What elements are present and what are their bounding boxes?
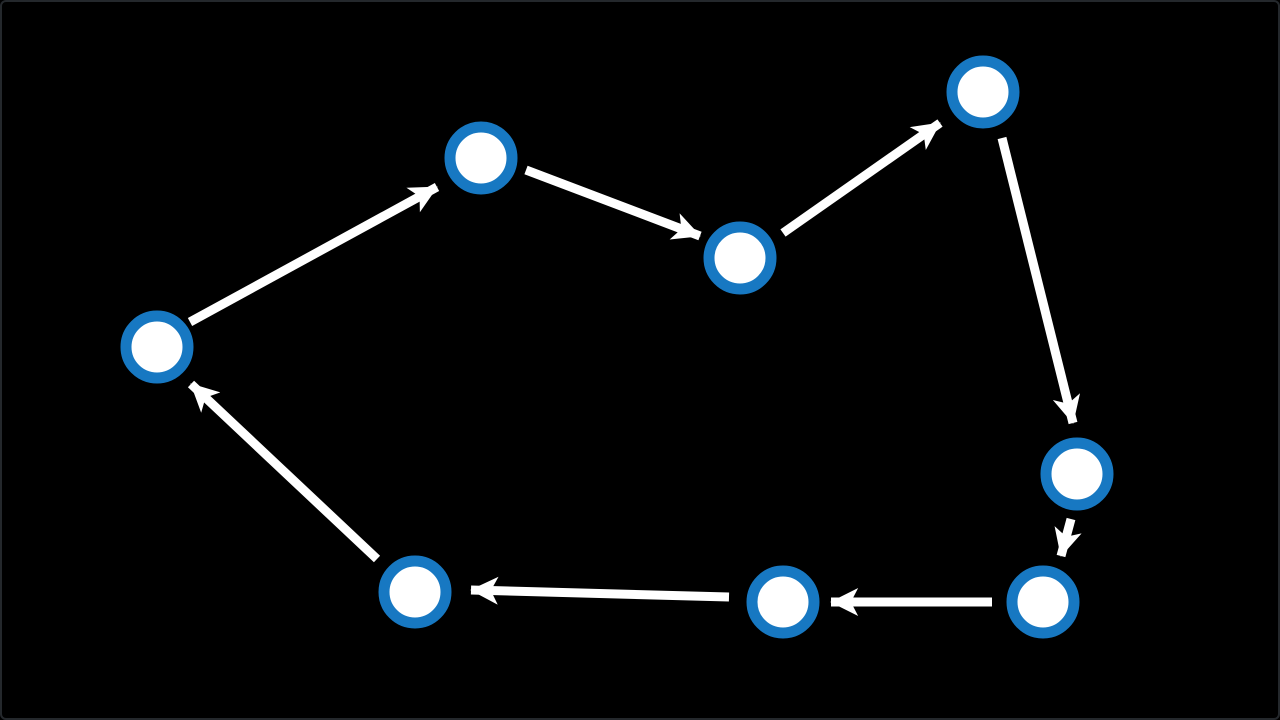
graph-edge-node-bottom-middle-to-node-bottom-left bbox=[470, 576, 730, 605]
graph-edge-node-right-to-node-bottom-right bbox=[1054, 517, 1082, 558]
graph-node-top-right bbox=[946, 55, 1020, 129]
graph-node-bottom-left bbox=[378, 555, 452, 629]
graph-node-right bbox=[1040, 437, 1114, 511]
graph-edge-node-middle-to-node-top-right bbox=[780, 119, 943, 237]
graph-node-upper-left bbox=[444, 121, 518, 195]
graph-node-bottom-middle bbox=[746, 565, 820, 639]
graph-node-left bbox=[120, 310, 194, 384]
graph-edge-node-top-right-to-node-right bbox=[997, 136, 1081, 425]
graph-node-bottom-right bbox=[1006, 565, 1080, 639]
graph-edge-node-bottom-left-to-node-left bbox=[187, 380, 381, 563]
graph-node-middle bbox=[703, 221, 777, 295]
graph-edge-node-left-to-node-upper-left bbox=[187, 183, 440, 326]
nodes-layer bbox=[120, 55, 1114, 639]
graph-edge-node-upper-left-to-node-middle bbox=[524, 165, 702, 241]
edges-layer bbox=[187, 119, 1082, 616]
